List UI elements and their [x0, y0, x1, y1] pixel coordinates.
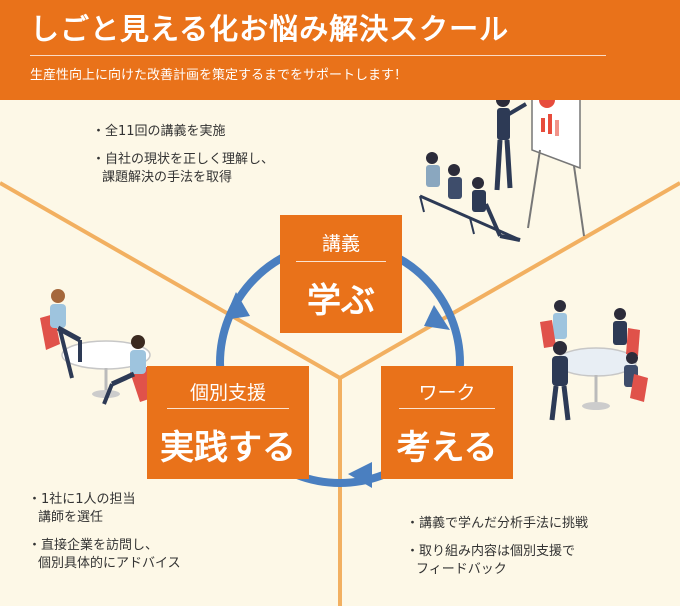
- bullet-item: ・1社に1人の担当 講師を選任: [28, 492, 136, 525]
- learn-box: 講義 学ぶ: [280, 215, 402, 333]
- presenter-icon: [494, 93, 528, 191]
- person-icon: [540, 300, 567, 348]
- whiteboard-icon: [527, 74, 585, 237]
- practice-box: 個別支援 実践する: [147, 366, 309, 479]
- learn-label-small: 講義: [321, 233, 360, 255]
- audience-icon: [419, 152, 521, 242]
- box-divider: [167, 408, 289, 409]
- think-label-large: 考える: [396, 428, 498, 468]
- bullet-item: ・講義で学んだ分析手法に挑戦: [406, 516, 589, 531]
- person-icon: [549, 341, 571, 421]
- learn-label-large: 学ぶ: [307, 281, 375, 321]
- consultation-illustration: [40, 289, 158, 405]
- box-divider: [296, 261, 386, 262]
- bullet-item: ・取り組み内容は個別支援で フィードバック: [406, 544, 576, 577]
- bullet-item: ・自社の現状を正しく理解し、 課題解決の手法を取得: [92, 152, 275, 185]
- page-subtitle: 生産性向上に向けた改善計画を策定するまでをサポートします！: [30, 68, 408, 83]
- bullet-item: ・全11回の講義を実施: [92, 124, 226, 139]
- section-divider-lines: [0, 181, 680, 606]
- practice-label-small: 個別支援: [189, 382, 266, 404]
- person-icon: [40, 289, 82, 379]
- arrowhead-icon: [348, 462, 372, 488]
- practice-bullets: ・1社に1人の担当 講師を選任 ・直接企業を訪問し、 個別具体的にアドバイス: [28, 491, 181, 583]
- header-divider: [30, 55, 606, 56]
- meeting-illustration: [540, 300, 648, 421]
- person-icon: [624, 352, 648, 402]
- think-bullets: ・講義で学んだ分析手法に挑戦 ・取り組み内容は個別支援で フィードバック: [406, 515, 588, 589]
- learn-bullets: ・全11回の講義を実施 ・自社の現状を正しく理解し、 課題解決の手法を取得: [92, 123, 274, 197]
- arrowhead-icon: [224, 292, 250, 320]
- arrowhead-icon: [424, 305, 450, 330]
- person-icon: [613, 308, 640, 356]
- lecture-illustration: [419, 74, 585, 242]
- box-divider: [399, 408, 495, 409]
- header-banner: しごと見える化お悩み解決スクール 生産性向上に向けた改善計画を策定するまでをサポ…: [0, 0, 680, 100]
- practice-label-large: 実践する: [160, 428, 296, 468]
- bullet-item: ・直接企業を訪問し、 個別具体的にアドバイス: [28, 538, 181, 571]
- cycle-arrowheads: [224, 292, 450, 488]
- page-title: しごと見える化お悩み解決スクール: [30, 12, 510, 46]
- think-label-small: ワーク: [418, 382, 476, 404]
- think-box: ワーク 考える: [381, 366, 513, 479]
